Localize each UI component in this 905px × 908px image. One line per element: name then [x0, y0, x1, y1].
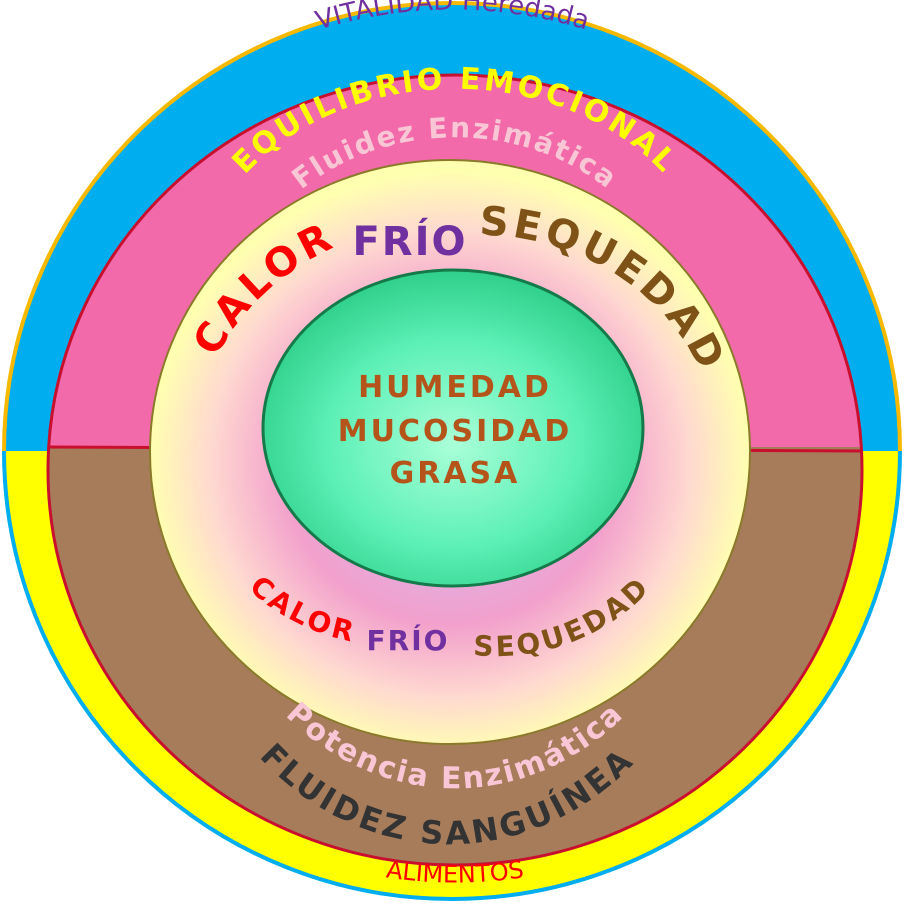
frio-top-label: FRÍO	[352, 217, 467, 265]
core-line-mucosidad: MUCOSIDAD	[338, 414, 573, 449]
alimentos-label: ALIMENTOS	[385, 855, 526, 888]
core-line-grasa: GRASA	[390, 456, 521, 491]
frio-bottom-label: FRÍO	[367, 623, 450, 657]
core-line-humedad: HUMEDAD	[358, 370, 552, 405]
core-ellipse	[261, 268, 645, 588]
